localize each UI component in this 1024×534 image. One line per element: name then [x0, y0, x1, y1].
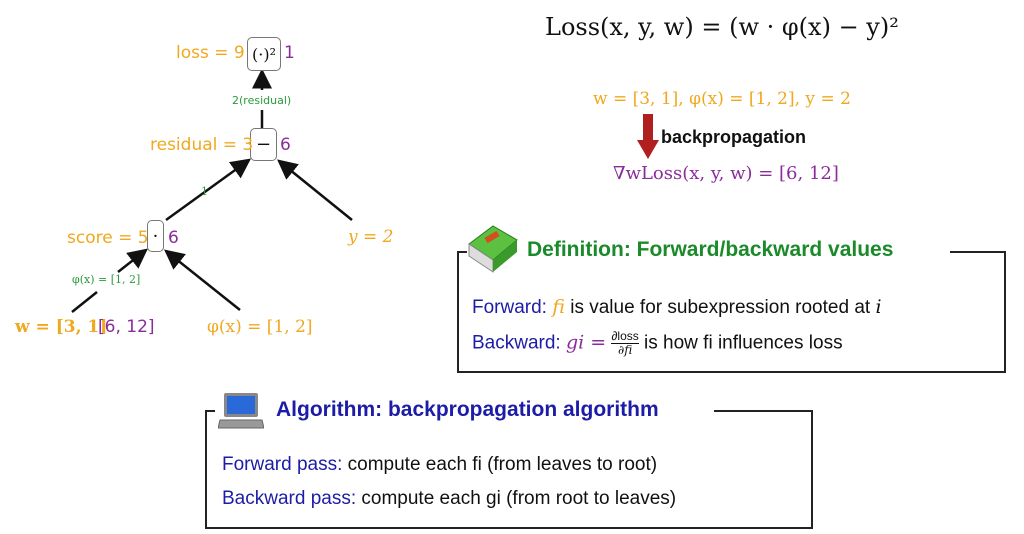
algorithm-border-left	[205, 410, 215, 412]
score-backward-value: 6	[168, 228, 179, 248]
example-inputs: w = [3, 1], φ(x) = [1, 2], y = 2	[593, 89, 851, 109]
residual-backward-value: 6	[280, 135, 291, 155]
forward-label: Forward:	[472, 297, 547, 318]
forward-text: is value for subexpression rooted at	[570, 297, 871, 318]
phi-leaf: φ(x) = [1, 2]	[207, 317, 313, 337]
score-node: ·	[147, 220, 164, 252]
w-leaf-forward: w = [3, 1]	[15, 317, 108, 337]
algorithm-border-right	[714, 410, 811, 412]
loss-backward-value: 1	[284, 43, 295, 63]
loss-formula: Loss(x, y, w) = (w · φ(x) − y)²	[545, 13, 899, 41]
partial-fraction: ∂loss∂fi	[611, 329, 639, 358]
edge-label-residual-loss: 2(residual)	[232, 94, 292, 107]
loss-node: (·)²	[247, 37, 281, 71]
backward-text: is how fi influences loss	[644, 332, 843, 354]
score-forward-value: score = 5	[67, 228, 149, 248]
loss-forward-value: loss = 9	[176, 43, 245, 63]
residual-node: −	[250, 128, 277, 161]
algorithm-forward-line: Forward pass: compute each fi (from leav…	[222, 454, 657, 476]
forward-end: i	[875, 296, 882, 318]
definition-box	[457, 251, 1006, 373]
graph-edges	[71, 68, 353, 313]
edge-w-score-upper	[117, 248, 148, 273]
book-icon	[468, 225, 518, 273]
algorithm-box	[205, 410, 813, 529]
definition-border-right	[950, 251, 1004, 253]
algorithm-title: Algorithm: backpropagation algorithm	[276, 398, 659, 421]
residual-forward-value: residual = 3	[150, 135, 254, 155]
forward-var: fi	[552, 296, 565, 318]
backward-pass-text: compute each gi (from root to leaves)	[361, 488, 677, 509]
w-leaf-backward: [6, 12]	[98, 317, 155, 337]
definition-border-left	[457, 251, 467, 253]
y-leaf: y = 2	[348, 227, 394, 247]
gradient-result: ∇wLoss(x, y, w) = [6, 12]	[613, 163, 839, 184]
definition-backward-line: Backward: gi = ∂loss∂fi is how fi influe…	[472, 329, 843, 358]
backward-var: gi =	[565, 331, 607, 354]
edge-phi-score	[164, 249, 241, 311]
edge-score-residual	[165, 158, 252, 222]
backward-pass-label: Backward pass:	[222, 488, 357, 509]
forward-pass-text: compute each fi (from leaves to root)	[347, 454, 658, 475]
edge-w-score	[71, 291, 98, 313]
algorithm-backward-line: Backward pass: compute each gi (from roo…	[222, 488, 676, 510]
edge-label-w-score: φ(x) = [1, 2]	[72, 273, 141, 286]
edge-label-score-residual: 1	[201, 185, 208, 198]
down-arrow-icon	[637, 114, 659, 159]
definition-forward-line: Forward: fi is value for subexpression r…	[472, 296, 882, 319]
forward-pass-label: Forward pass:	[222, 454, 343, 475]
edge-y-residual	[277, 159, 353, 221]
definition-title: Definition: Forward/backward values	[527, 238, 894, 261]
laptop-icon	[218, 393, 264, 429]
backpropagation-label: backpropagation	[661, 127, 807, 147]
backward-label: Backward:	[472, 332, 561, 354]
